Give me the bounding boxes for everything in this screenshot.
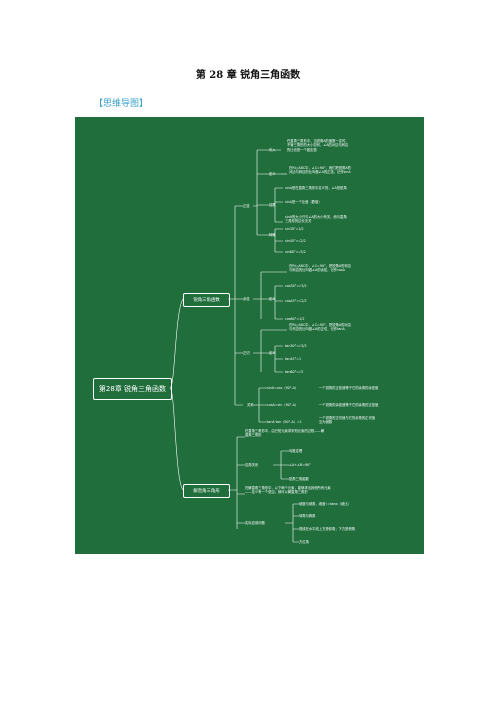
cosine-def-label: 定义 [269, 297, 276, 301]
sine-values-label: 特殊 [269, 233, 276, 237]
tangent-label: 正切 [243, 351, 250, 355]
branch-trig-functions: 锐角三角函数 [183, 293, 230, 307]
cosine-def-text: 在Rt△ABC中，∠C=90°，把锐角A的邻边与斜边的比叫做∠A的余弦，记作co… [289, 264, 351, 273]
sine-intro-label: 引入 [269, 148, 276, 152]
relation-1-formula: sinA=cos（90°-A） [267, 386, 299, 390]
sine-def-label: 定义 [269, 172, 276, 176]
application-1: 坡度与坡角，坡度 i=tanα（坡比） [299, 502, 351, 506]
solve-intro: 在直角三角形中，由已知元素求未知元素的过程——解直角三角形 [245, 429, 325, 438]
tan60-value: tan60°=√3 [285, 370, 304, 374]
page-title: 第 28 章 锐角三角函数 [195, 70, 301, 81]
tan45-value: tan45°=1 [285, 357, 302, 361]
side-angle-relations-label: 边角关系 [245, 463, 259, 467]
cos30-value: cos30°=√3/2 [285, 284, 307, 288]
application-4: 方位角 [299, 540, 309, 544]
mindmap-board: 第28章 锐角三角函数 锐角三角函数 解直角三角形 正弦 引入 在直角三角形中，… [75, 117, 424, 554]
sin30-value: sin30°=1/2 [285, 227, 304, 231]
mindmap-subtitle: 【思维导图】 [94, 99, 149, 109]
application-2: 仰角与俯角 [299, 514, 316, 518]
sin45-value: sin45°=√2/2 [285, 239, 306, 243]
sine-note-1: sinA是在直角三角形中定义的，∠A是锐角 [285, 186, 347, 190]
relation-2-desc: 一个锐角的余弦值等于它的余角的正弦值 [319, 403, 379, 407]
sine-label: 正弦 [243, 204, 250, 208]
tangent-def-label: 定义 [269, 351, 276, 355]
sine-intro-text: 在直角三角形中，当锐角A的度数一定时，不管三角形的大小如何，∠A的对边与斜边的比… [287, 139, 349, 152]
relation-1-desc: 一个锐角的正弦值等于它的余角的余弦值 [319, 386, 379, 390]
applications-label: 实际应用问题 [245, 521, 265, 525]
solve-conditions: 在解直角三角形中，以下两个元素，能够求出其他所有元素——至少有一个是边，就可以解… [245, 486, 331, 495]
cosine-label: 余弦 [243, 297, 250, 301]
application-3: 视线在水平线上方是仰角；下方是俯角 [299, 527, 356, 531]
sine-note-2: sinA是一个比值（数值） [285, 200, 322, 204]
cos60-value: cos60°=1/2 [285, 317, 305, 321]
sine-note-3: sinA的大小只与∠A的大小有关，而与直角三角形的边长无关 [285, 215, 347, 224]
tan30-value: tan30°=√3/3 [285, 344, 307, 348]
relation-3-formula: tanA·tan（90°-A）=1 [267, 420, 302, 424]
relation-2-formula: cosA=sin（90°-A） [267, 403, 299, 407]
mindmap-connectors [169, 149, 299, 543]
sine-def-text: 在Rt△ABC中，∠C=90°，我们把锐角A的对边与斜边的比叫做∠A的正弦，记作… [289, 166, 351, 175]
sin60-value: sin60°=√3/2 [285, 250, 306, 254]
cos45-value: cos45°=√2/2 [285, 299, 307, 303]
branch-solve-right-triangle: 解直角三角形 [183, 484, 230, 498]
relation-pythagoras: 勾股定理 [289, 449, 303, 453]
tangent-def-text: 在Rt△ABC中，∠C=90°，把锐角A的对边与邻边的比叫做∠A的正切，记作ta… [289, 323, 351, 332]
sine-note-label: 注意 [269, 203, 276, 207]
relations-label: 关系 [247, 403, 254, 407]
relation-angle-sum: ∠A+∠B=90° [289, 463, 311, 467]
relation-trig: 锐角三角函数 [289, 477, 309, 481]
root-node: 第28章 锐角三角函数 [93, 378, 172, 400]
relation-3-desc: 一个锐角的正切值与它的余角的正切值互为倒数 [319, 416, 376, 425]
